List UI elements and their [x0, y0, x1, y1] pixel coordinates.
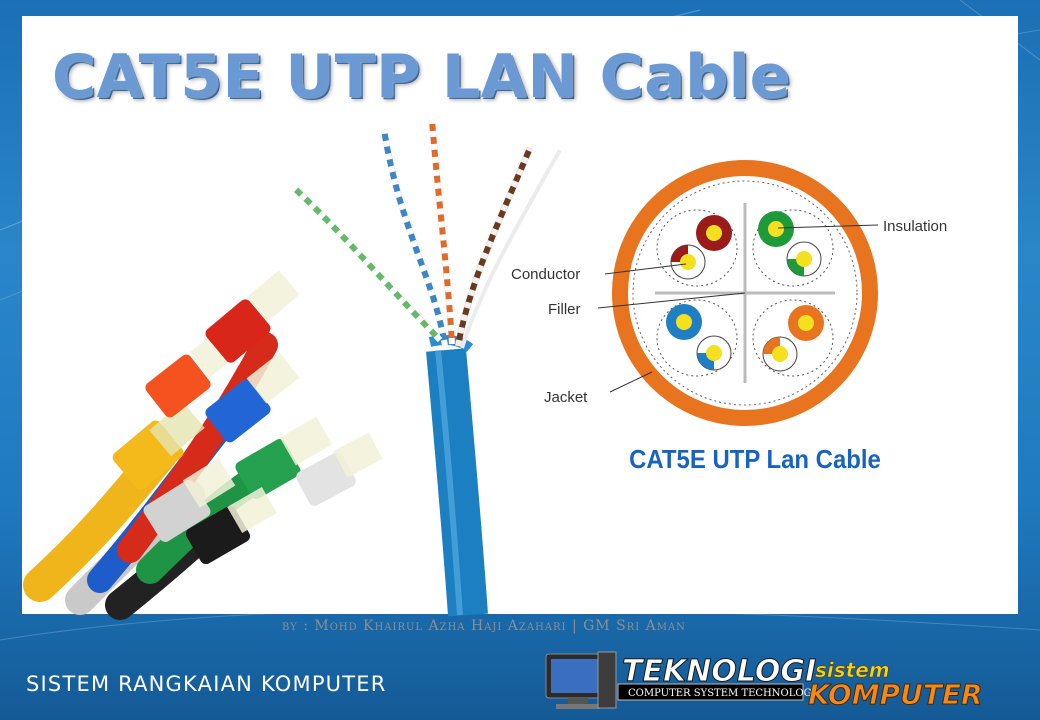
cable-photo: [23, 119, 562, 620]
patch-cables: [23, 270, 383, 620]
label-conductor: Conductor: [511, 266, 580, 283]
label-filler: Filler: [548, 301, 581, 318]
pair-brown: [670, 215, 732, 280]
pair-orange: [762, 305, 824, 372]
footer-course-title: SISTEM RANGKAIAN KOMPUTER: [26, 672, 387, 696]
bare-cable: [289, 119, 562, 617]
pair-green: [758, 211, 822, 277]
label-jacket: Jacket: [544, 389, 588, 406]
logo-word-teknologi: TEKNOLOGI: [622, 654, 816, 689]
logo-word-komputer: KOMPUTER: [808, 678, 983, 711]
label-insulation: Insulation: [883, 218, 947, 235]
slide-title: CAT5E UTP LAN Cable: [52, 42, 791, 112]
diagram-caption: CAT5E UTP Lan Cable: [629, 444, 881, 474]
computer-icon: [545, 651, 617, 709]
cable-cross-section: Insulation Conductor Filler Jacket: [511, 160, 947, 426]
logo-tagline: COMPUTER SYSTEM TECHNOLOGY: [628, 688, 818, 699]
author-byline: by : Mohd Khairul Azha Haji Azahari | GM…: [282, 618, 686, 634]
logo-word-sistem: sistem: [815, 658, 890, 682]
pair-blue: [666, 304, 732, 371]
teknologi-logo: TEKNOLOGI sistem COMPUTER SYSTEM TECHNOL…: [545, 651, 983, 712]
